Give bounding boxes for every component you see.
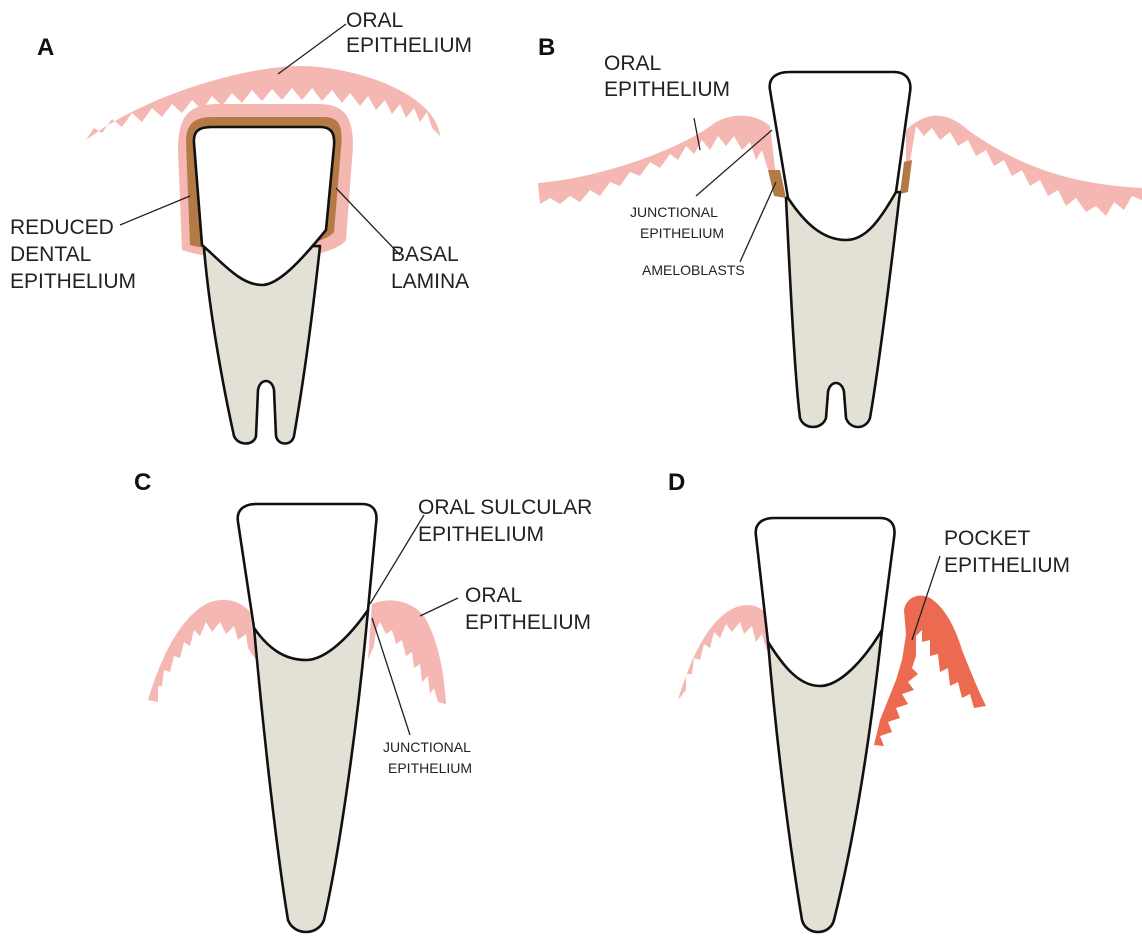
label-a-reduced-3: EPITHELIUM bbox=[10, 270, 136, 293]
label-b-junctional-1: JUNCTIONAL bbox=[630, 204, 718, 220]
label-a-reduced-2: DENTAL bbox=[10, 243, 91, 266]
label-a-basal-1: BASAL bbox=[391, 243, 459, 266]
label-c-sulcular-2: EPITHELIUM bbox=[418, 523, 544, 546]
oral-epithelium-left-c bbox=[148, 600, 256, 702]
panel-d-letter: D bbox=[668, 469, 685, 496]
ameloblasts-right bbox=[900, 160, 912, 194]
label-c-oral-1: ORAL bbox=[465, 584, 522, 607]
leader-c-oral bbox=[420, 598, 458, 616]
oral-epithelium-right-b bbox=[906, 116, 1142, 216]
label-c-junctional-2: EPITHELIUM bbox=[388, 760, 472, 776]
panel-a: A ORAL EPITHELIUM REDUCED DENTAL EPITHEL… bbox=[10, 9, 472, 444]
label-b-oral-2: EPITHELIUM bbox=[604, 78, 730, 101]
leader-a-reduced bbox=[120, 196, 190, 225]
label-c-sulcular-1: ORAL SULCULAR bbox=[418, 496, 592, 519]
panel-b: B ORAL EPITHELIUM JUNCTIONAL EPITHELIUM … bbox=[538, 34, 1142, 427]
label-c-oral-2: EPITHELIUM bbox=[465, 611, 591, 634]
label-b-junctional-2: EPITHELIUM bbox=[640, 225, 724, 241]
label-a-basal-2: LAMINA bbox=[391, 270, 469, 293]
label-c-junctional-1: JUNCTIONAL bbox=[383, 739, 471, 755]
panel-b-letter: B bbox=[538, 34, 555, 61]
label-b-oral-1: ORAL bbox=[604, 52, 661, 75]
panel-a-letter: A bbox=[37, 34, 54, 61]
panel-c: C ORAL SULCULAR EPITHELIUM ORAL EPITHELI… bbox=[134, 469, 592, 932]
panel-d: D POCKET EPITHELIUM bbox=[668, 469, 1070, 932]
label-a-oral-2: EPITHELIUM bbox=[346, 34, 472, 57]
label-a-reduced-1: REDUCED bbox=[10, 216, 114, 239]
label-d-pocket-1: POCKET bbox=[944, 527, 1031, 550]
label-d-pocket-2: EPITHELIUM bbox=[944, 554, 1070, 577]
label-b-ameloblasts: AMELOBLASTS bbox=[642, 262, 745, 278]
leader-b-ameloblasts bbox=[740, 182, 776, 262]
oral-epithelium-left-b bbox=[538, 116, 776, 204]
panel-c-letter: C bbox=[134, 469, 151, 496]
oral-epithelium-left-d bbox=[678, 605, 772, 700]
pocket-epithelium bbox=[874, 596, 986, 746]
leader-c-sulcular bbox=[370, 515, 424, 604]
oral-epithelium-right-c bbox=[368, 600, 446, 704]
label-a-oral-1: ORAL bbox=[346, 9, 403, 32]
